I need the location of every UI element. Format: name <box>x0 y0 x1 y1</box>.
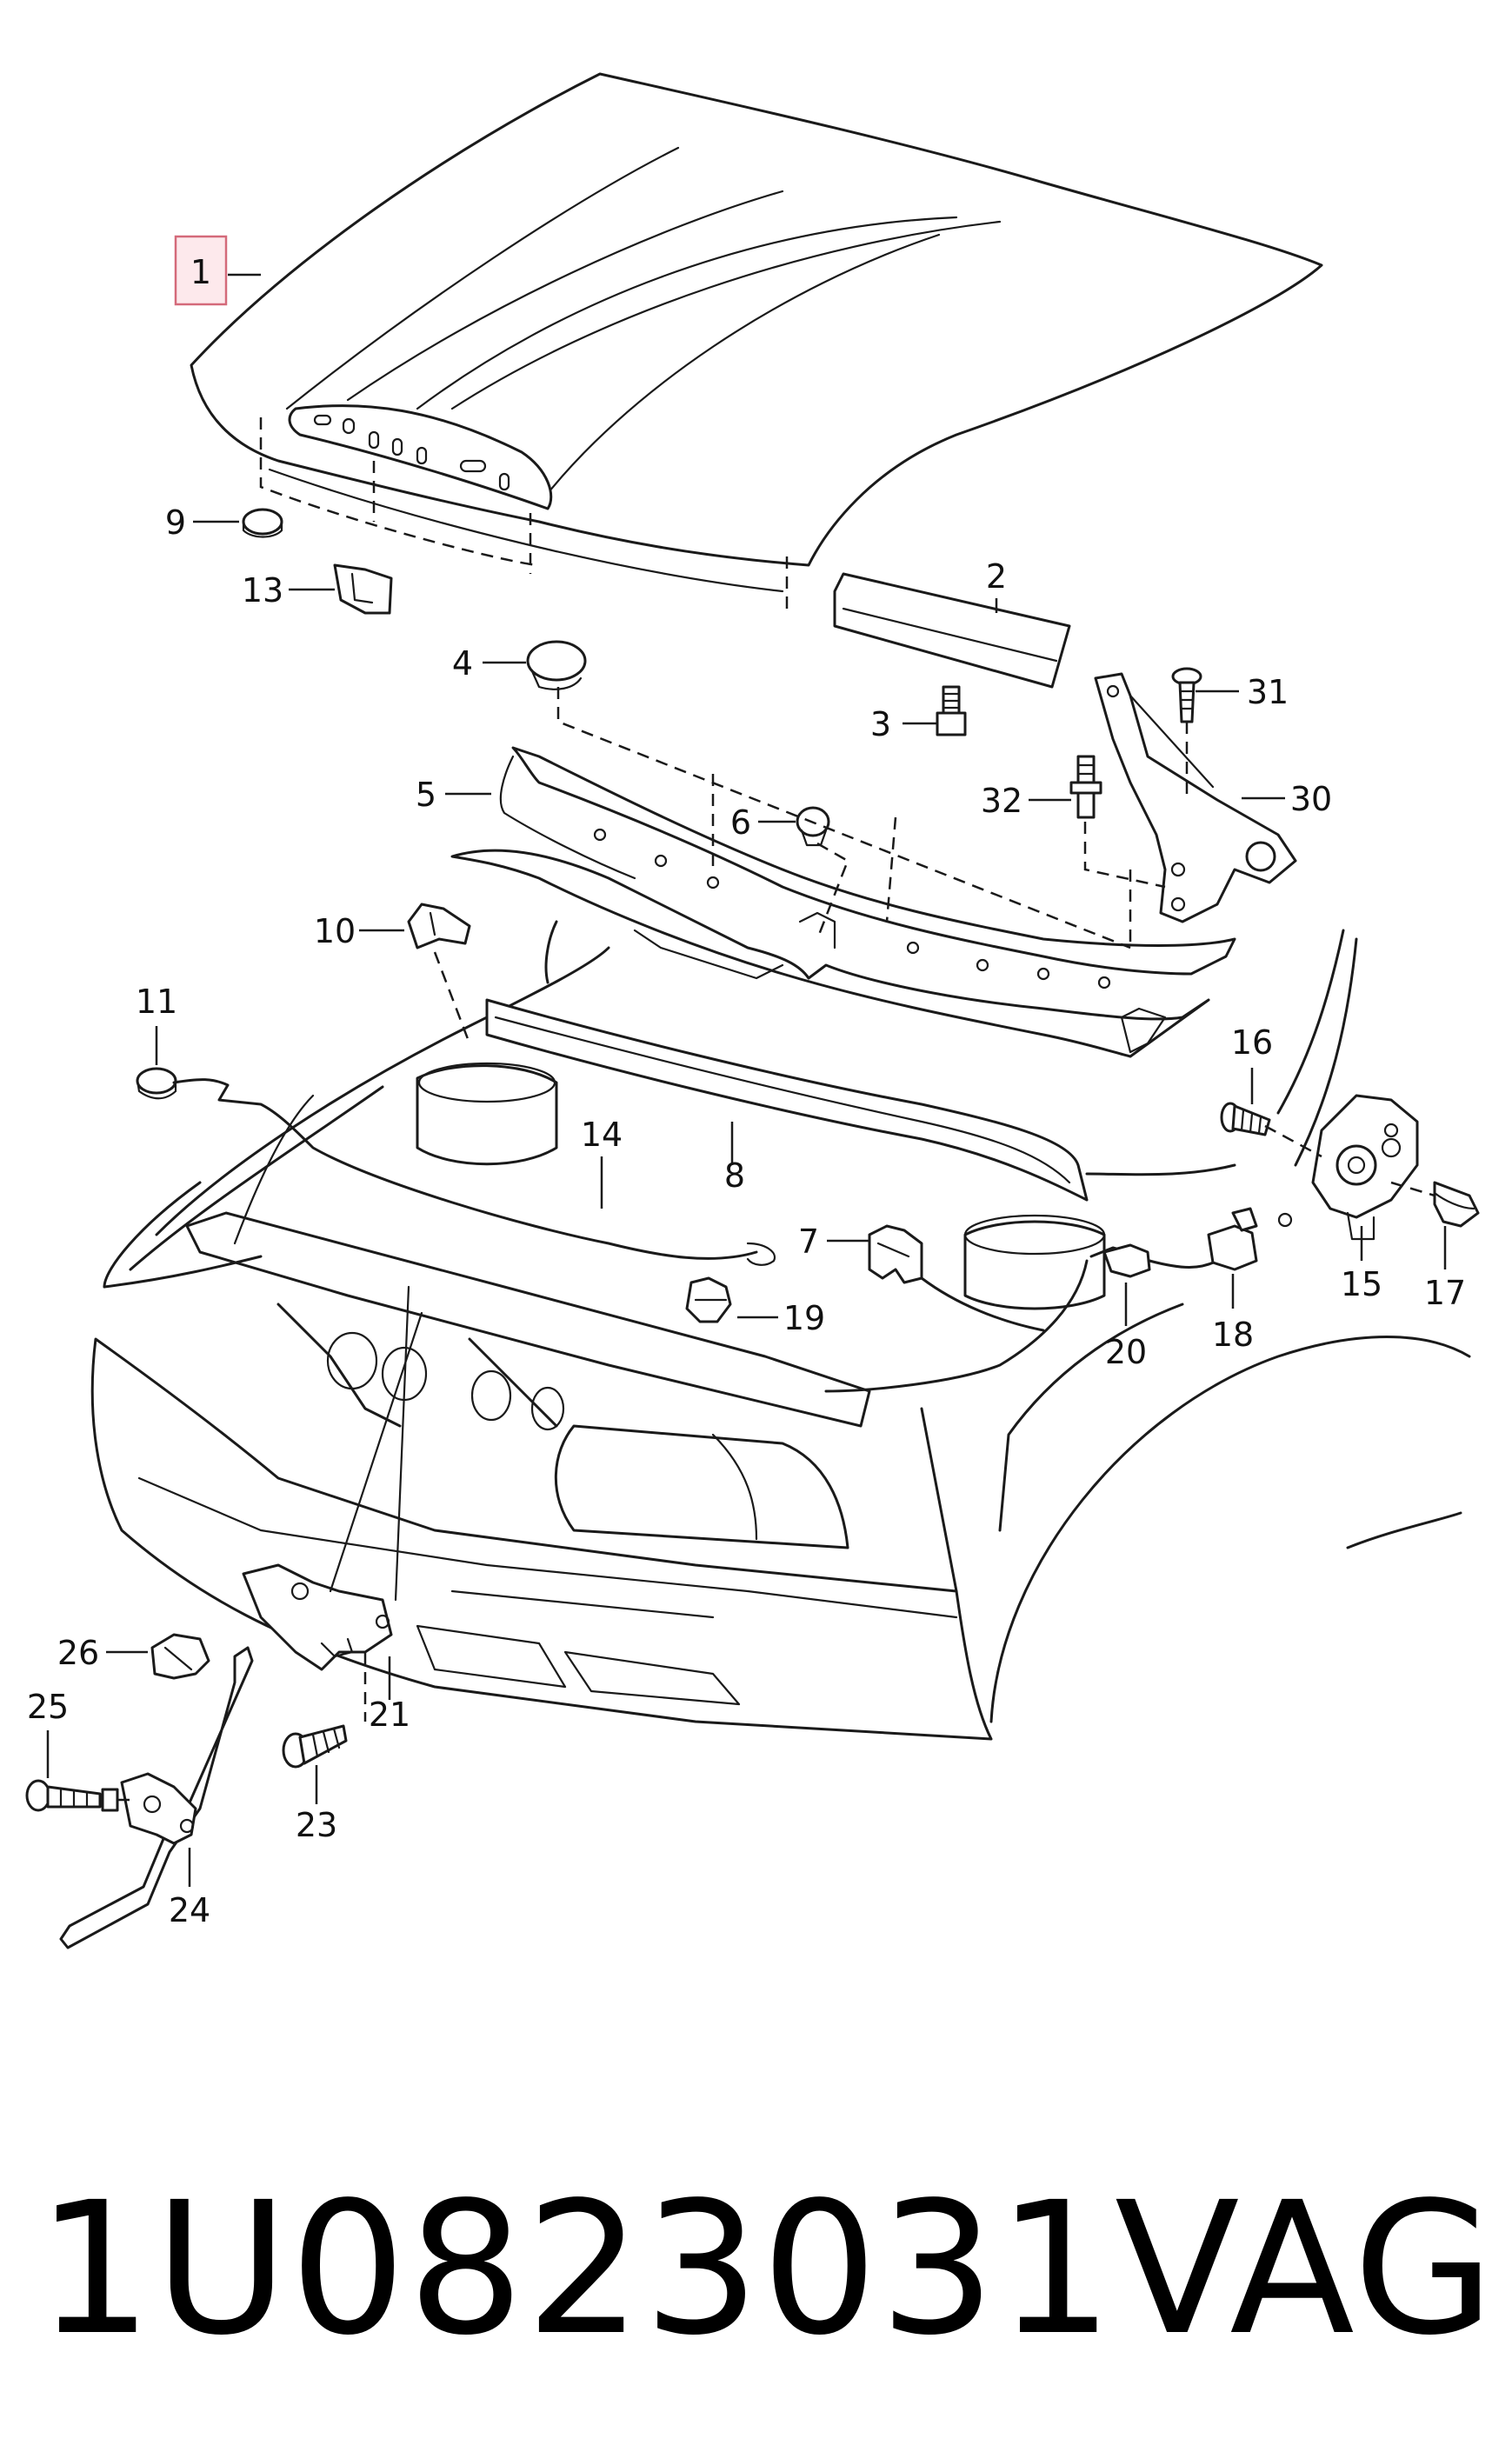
car-body <box>90 920 1471 1741</box>
grommet-part-11 <box>136 1067 177 1100</box>
callout-1-highlight <box>174 235 228 306</box>
clip-part-26 <box>150 1633 210 1680</box>
callout-labels: 1 2 3 4 5 6 7 8 9 10 11 13 14 15 16 17 1… <box>27 235 1466 1929</box>
release-lever-part-24 <box>59 1646 254 1949</box>
clip-part-10 <box>407 903 471 949</box>
assembly-guides <box>117 687 1435 1802</box>
clip-part-7 <box>868 1224 923 1284</box>
callout-4: 4 <box>452 644 473 683</box>
bonnet-part <box>190 72 1323 609</box>
callout-17: 17 <box>1424 1274 1466 1312</box>
callout-16: 16 <box>1231 1023 1273 1062</box>
callout-13: 13 <box>242 571 283 610</box>
screw-part-31 <box>1171 667 1202 723</box>
seal-strip-part <box>833 572 1071 689</box>
vent-slots <box>313 414 510 491</box>
callout-18: 18 <box>1212 1316 1254 1354</box>
callout-25: 25 <box>27 1688 69 1726</box>
plug-part-9 <box>242 508 283 538</box>
part-reference-footer: 1U0823031 VAG <box>0 2139 1512 2400</box>
bush-part-17 <box>1433 1181 1480 1228</box>
callout-6: 6 <box>730 803 751 842</box>
callout-20: 20 <box>1105 1333 1147 1371</box>
callout-8: 8 <box>724 1156 745 1195</box>
bolt-part-23 <box>282 1724 348 1769</box>
callout-30: 30 <box>1290 780 1332 818</box>
callout-11: 11 <box>136 983 177 1021</box>
callout-31: 31 <box>1247 673 1289 711</box>
clip-part-19 <box>685 1276 732 1323</box>
hood-hinge-part-30 <box>1094 672 1297 923</box>
callout-5: 5 <box>416 776 436 814</box>
scuttle-panel-part <box>450 746 1236 1058</box>
brand-name: VAG <box>1115 2162 1496 2375</box>
bolt-part-3 <box>936 685 967 736</box>
callout-14: 14 <box>581 1116 623 1154</box>
hinge-part-15 <box>1311 1094 1419 1241</box>
callout-9: 9 <box>165 503 186 542</box>
cable-end-part-20 <box>1102 1243 1219 1278</box>
callout-10: 10 <box>314 912 356 950</box>
callout-24: 24 <box>169 1891 210 1929</box>
callout-19: 19 <box>783 1299 825 1337</box>
callout-2: 2 <box>986 557 1007 596</box>
callout-7: 7 <box>798 1223 819 1261</box>
callout-3: 3 <box>870 705 891 743</box>
callout-23: 23 <box>296 1806 337 1844</box>
release-cable-part-14 <box>172 1078 776 1266</box>
connector-part-18 <box>1207 1207 1293 1271</box>
callout-26: 26 <box>57 1634 99 1672</box>
callout-21: 21 <box>369 1696 410 1734</box>
stud-part-32 <box>1069 755 1102 819</box>
callout-32: 32 <box>981 782 1022 820</box>
bolt-part-25 <box>25 1779 119 1812</box>
callout-leaders <box>46 273 1447 1887</box>
latch-part-21 <box>242 1563 393 1671</box>
part-number: 1U0823031 <box>37 2162 1116 2375</box>
callout-1: 1 <box>190 253 211 291</box>
cap-part-4 <box>526 640 587 690</box>
clip-part-13 <box>333 563 393 615</box>
screw-part-16 <box>1220 1102 1271 1136</box>
callout-15: 15 <box>1341 1265 1382 1303</box>
